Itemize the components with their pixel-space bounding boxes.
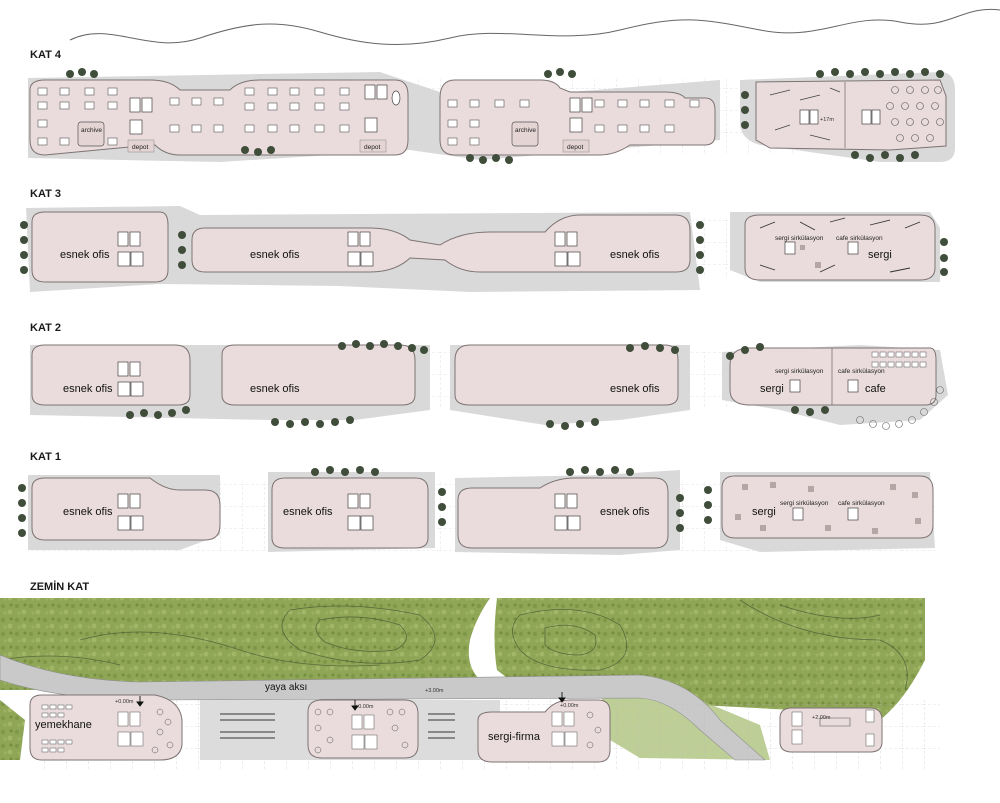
- kat2-office-block-3: [454, 344, 679, 406]
- floor-kat2: KAT 2 esnek ofis esnek ofis esnek ofis s…: [30, 322, 948, 430]
- ground-building-2: [307, 699, 419, 759]
- kat3-label-sergi-sirkulasyon: sergi sirkülasyon: [775, 235, 824, 242]
- kat1-office-block-2: [271, 477, 429, 549]
- label-level-0-b: +0.00m: [355, 704, 374, 710]
- label-level-0-a: +0.00m: [115, 699, 134, 705]
- floor-title-kat2: KAT 2: [30, 322, 61, 334]
- kat2-office-block-2: [221, 344, 416, 406]
- kat4-archive-label-1: archive: [81, 127, 102, 134]
- landscape-grass-left: [0, 598, 490, 690]
- kat2-label-sergi: sergi: [760, 383, 784, 395]
- kat3-label-esnek-ofis-2: esnek ofis: [250, 249, 300, 261]
- kat3-label-esnek-ofis-3: esnek ofis: [610, 249, 660, 261]
- kat2-label-cafe: cafe: [865, 383, 886, 395]
- kat2-label-esnek-ofis-1: esnek ofis: [63, 383, 113, 395]
- kat1-label-cafe-sirkulasyon: cafe sirkülasyon: [838, 500, 885, 507]
- floor-title-kat4: KAT 4: [30, 49, 62, 61]
- kat2-label-esnek-ofis-3: esnek ofis: [610, 383, 660, 395]
- kat1-label-sergi-sirkulasyon: sergi sirkülasyon: [780, 500, 829, 507]
- ground-building-sergi-firma: [477, 699, 611, 763]
- kat3-label-cafe-sirkulasyon: cafe sirkülasyon: [836, 235, 883, 242]
- label-yemekhane: yemekhane: [35, 719, 92, 731]
- floor-kat3: KAT 3 esnek ofis esnek ofis esnek ofis s…: [20, 188, 948, 292]
- kat2-label-sergi-sirkulasyon: sergi sirkülasyon: [775, 368, 824, 375]
- floor-title-kat3: KAT 3: [30, 188, 61, 200]
- kat4-depot-label-1: depot: [132, 144, 148, 151]
- floor-title-kat1: KAT 1: [30, 451, 61, 463]
- label-level-2: +2.00m: [812, 715, 831, 721]
- kat1-label-esnek-ofis-2: esnek ofis: [283, 506, 333, 518]
- label-sergi-firma: sergi-firma: [488, 731, 541, 743]
- label-yaya-aksi: yaya aksı: [265, 682, 307, 693]
- floor-kat1: KAT 1 esnek ofis esnek ofis esnek ofis s…: [18, 451, 935, 555]
- kat1-exhibition-block: [721, 475, 934, 539]
- label-level-0-c: +0.00m: [560, 703, 579, 709]
- floor-kat4: KAT 4 archive ar: [28, 49, 955, 164]
- kat2-label-esnek-ofis-2: esnek ofis: [250, 383, 300, 395]
- kat4-depot-label-3: depot: [567, 144, 583, 151]
- kat1-label-sergi: sergi: [752, 506, 776, 518]
- kat2-office-block-1: [31, 344, 191, 406]
- kat1-label-esnek-ofis-1: esnek ofis: [63, 506, 113, 518]
- kat1-office-block-3: [457, 477, 669, 549]
- kat4-office-block-1: [29, 79, 409, 156]
- kat1-label-esnek-ofis-3: esnek ofis: [600, 506, 650, 518]
- kat1-office-block-1: [31, 477, 221, 541]
- kat4-depot-label-2: depot: [364, 144, 380, 151]
- kat4-level-label: +17m: [820, 117, 834, 123]
- skyline-contour: [69, 8, 1000, 45]
- kat3-label-esnek-ofis-1: esnek ofis: [60, 249, 110, 261]
- kat3-label-sergi: sergi: [868, 249, 892, 261]
- kat4-office-block-2: [439, 79, 716, 156]
- floor-zemin: ZEMİN KAT yaya aksı +3.00m: [0, 580, 940, 770]
- kat2-label-cafe-sirkulasyon: cafe sirkülasyon: [838, 368, 885, 375]
- kat3-exhibition-block: [744, 214, 936, 281]
- label-level-plus-3: +3.00m: [425, 688, 444, 694]
- ground-building-4: [779, 707, 883, 753]
- landscape-grass-right: [494, 598, 925, 722]
- kat3-office-block-1: [31, 211, 169, 283]
- floor-title-zemin: ZEMİN KAT: [30, 580, 89, 593]
- kat4-archive-label-2: archive: [515, 127, 536, 134]
